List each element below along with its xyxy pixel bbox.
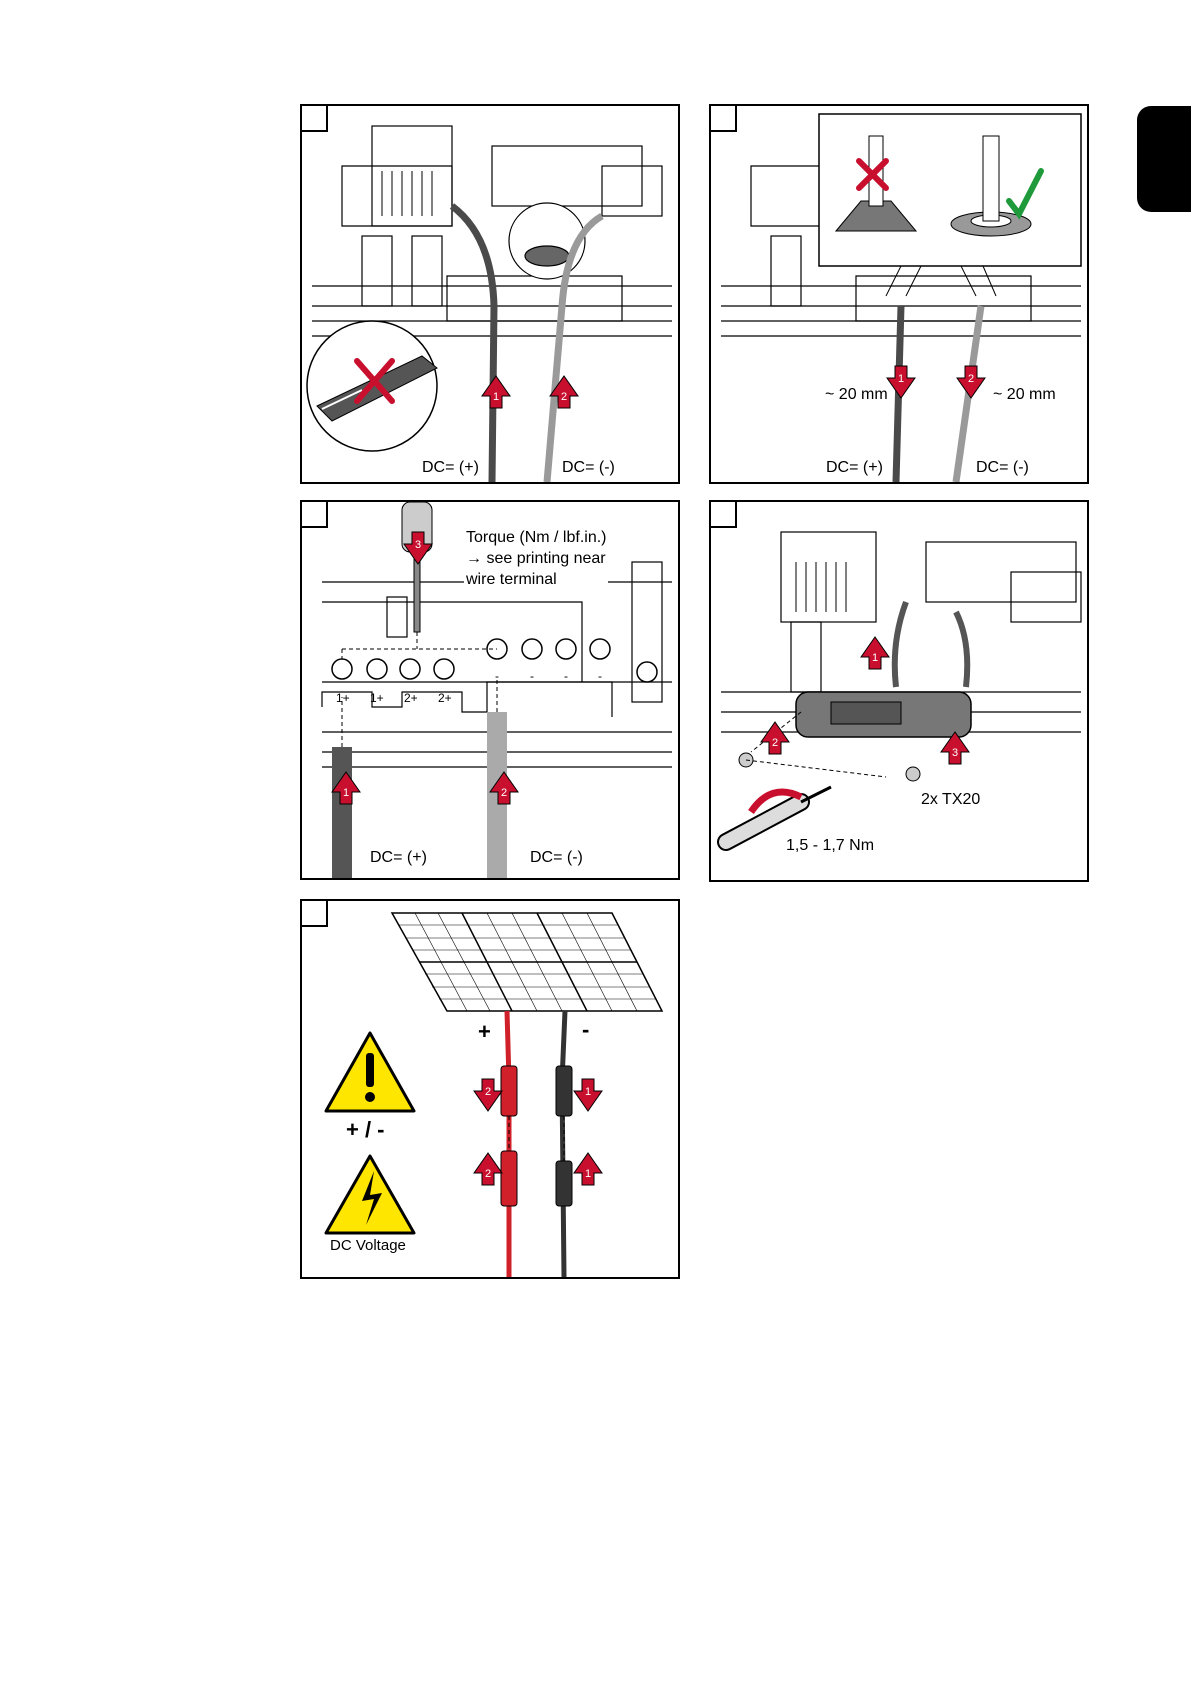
svg-text:2: 2 xyxy=(561,391,567,403)
step-number-box xyxy=(711,502,737,528)
dc-plus-label: DC= (+) xyxy=(422,460,479,476)
step-number-box xyxy=(302,502,328,528)
screw-right xyxy=(906,767,920,781)
svg-text:1: 1 xyxy=(898,373,904,385)
terminal-label-5: - xyxy=(495,670,499,682)
step-number-box xyxy=(302,901,328,927)
step-1-panel: 1 2 DC= (+) DC= (-) xyxy=(300,104,680,484)
svg-text:2: 2 xyxy=(501,787,507,799)
svg-text:1: 1 xyxy=(872,652,878,664)
terminal-label-7: - xyxy=(564,670,568,682)
arrow-2-icon: 2 xyxy=(761,722,789,754)
step-4-panel: 1 2 3 2x TX20 1,5 - 1,7 Nm xyxy=(709,500,1089,882)
torque-note: Torque (Nm / lbf.in.) → see printing nea… xyxy=(464,526,608,591)
dc-minus-label: DC= (-) xyxy=(562,460,615,476)
dc-minus-label: DC= (-) xyxy=(976,460,1029,476)
svg-text:2: 2 xyxy=(485,1168,491,1180)
dc-plus-label: DC= (+) xyxy=(826,460,883,476)
length-left-label: ~ 20 mm xyxy=(823,386,890,404)
step-2-illustration: 1 2 xyxy=(711,106,1087,482)
dc-minus-label: DC= (-) xyxy=(530,850,583,866)
dc-plus-label: DC= (+) xyxy=(370,850,427,866)
svg-text:3: 3 xyxy=(415,539,421,551)
terminal-label-3: 2+ xyxy=(404,692,418,704)
step-number-box xyxy=(302,106,328,132)
svg-text:1: 1 xyxy=(585,1086,591,1098)
terminal-label-8: - xyxy=(598,670,602,682)
screws-label: 2x TX20 xyxy=(921,792,980,808)
arrow-2-icon: 2 xyxy=(474,1079,502,1111)
svg-text:2: 2 xyxy=(968,373,974,385)
polarity-label: + / - xyxy=(346,1119,385,1141)
arrow-1-icon: 1 xyxy=(482,376,510,408)
svg-text:2: 2 xyxy=(772,737,778,749)
arrow-1-icon: 1 xyxy=(574,1079,602,1111)
terminal-label-4: 2+ xyxy=(438,692,452,704)
svg-text:3: 3 xyxy=(952,747,958,759)
positive-connector-top xyxy=(501,1066,517,1116)
terminal-label-6: - xyxy=(530,670,534,682)
screwdriver-shaft xyxy=(414,552,420,632)
dc-voltage-label: DC Voltage xyxy=(330,1238,406,1253)
step-3-panel: 3 1 2 Torque (Nm / lbf.in.) → see printi… xyxy=(300,500,680,880)
arrow-2-icon: 2 xyxy=(957,366,985,398)
plus-label: + xyxy=(478,1021,491,1043)
warning-exclamation-icon xyxy=(326,1033,414,1111)
step-2-panel: 1 2 ~ 20 mm ~ 20 mm DC= (+) DC= (-) xyxy=(709,104,1089,484)
svg-text:1: 1 xyxy=(585,1168,591,1180)
length-right-label: ~ 20 mm xyxy=(991,386,1058,404)
arrow-1-icon: 1 xyxy=(861,637,889,669)
arrow-1-icon: 1 xyxy=(574,1153,602,1185)
arrow-2-icon: 2 xyxy=(474,1153,502,1185)
step-5-illustration: 2 1 2 1 xyxy=(302,901,678,1277)
svg-text:2: 2 xyxy=(485,1086,491,1098)
positive-connector-bottom xyxy=(501,1151,517,1206)
svg-text:1: 1 xyxy=(493,391,499,403)
arrow-1-icon: 1 xyxy=(887,366,915,398)
svg-text:1: 1 xyxy=(343,787,349,799)
minus-label: - xyxy=(582,1019,589,1041)
step-5-panel: 2 1 2 1 + - + / - DC Voltage xyxy=(300,899,680,1279)
negative-connector-bottom xyxy=(556,1161,572,1206)
step-1-illustration: 1 2 xyxy=(302,106,678,482)
chapter-tab xyxy=(1137,106,1191,212)
torque-label: 1,5 - 1,7 Nm xyxy=(786,838,874,854)
step-4-illustration: 1 2 3 xyxy=(711,502,1087,880)
terminal-label-2: 1+ xyxy=(370,692,384,704)
negative-connector-top xyxy=(556,1066,572,1116)
warning-high-voltage-icon xyxy=(326,1156,414,1233)
step-number-box xyxy=(711,106,737,132)
dc-plus-cable xyxy=(452,206,494,482)
solar-panel-array-icon xyxy=(392,913,662,1011)
terminal-label-1: 1+ xyxy=(336,692,350,704)
